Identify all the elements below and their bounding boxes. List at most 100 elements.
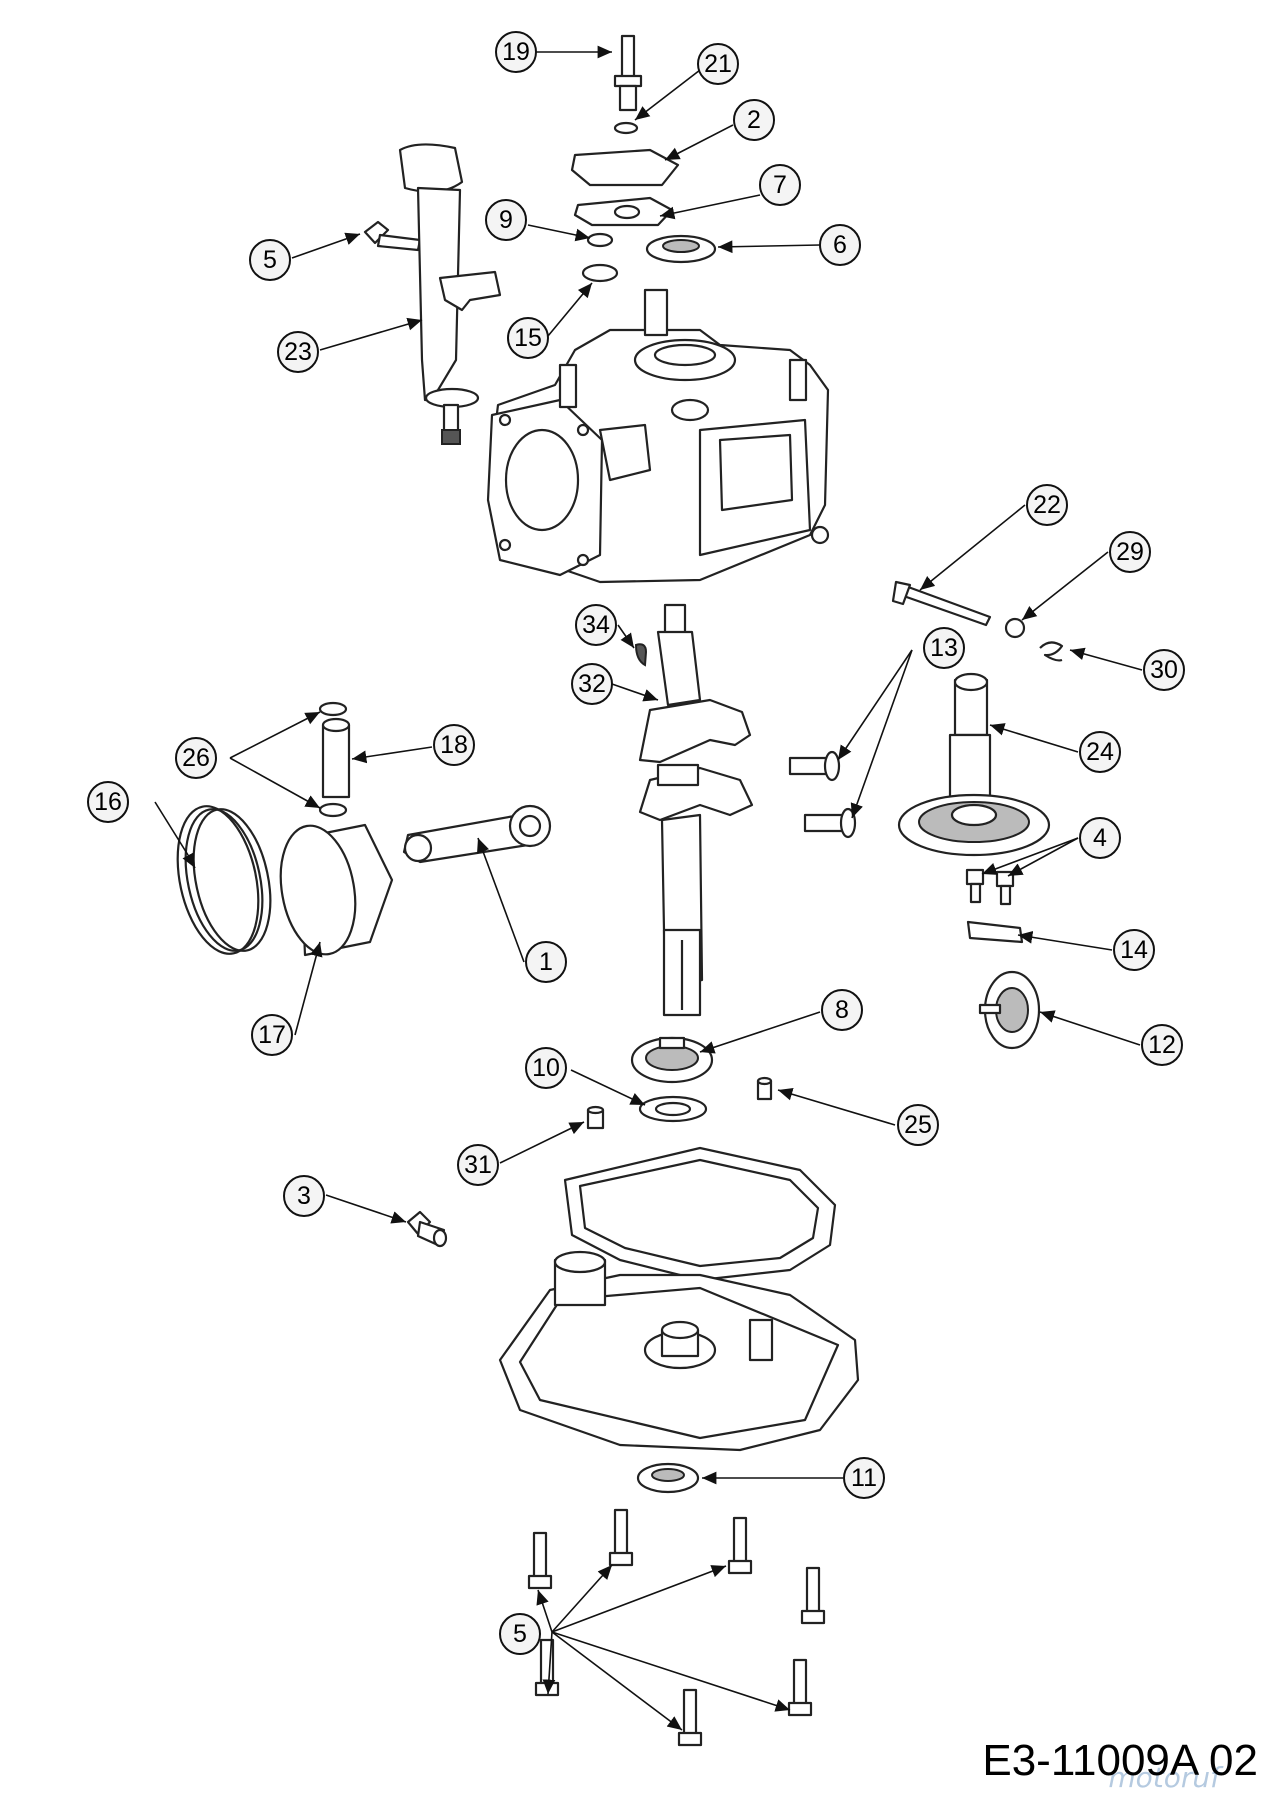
callout-4: 4 — [1079, 817, 1121, 859]
part-plug-15 — [581, 263, 619, 283]
leader-lines — [154, 45, 1143, 1731]
svg-text:24: 24 — [1086, 738, 1114, 766]
part-crankshaft-32 — [638, 603, 754, 1017]
svg-text:5: 5 — [263, 246, 277, 274]
part-crankcase-cover — [498, 1250, 860, 1452]
part-tappet-13b — [803, 807, 857, 839]
svg-text:9: 9 — [499, 206, 513, 234]
part-piston-pin-18 — [321, 717, 351, 799]
callout-8: 8 — [821, 989, 863, 1031]
part-dowel-25 — [756, 1076, 773, 1101]
svg-text:1: 1 — [539, 948, 553, 976]
watermark-logo: motoruf — [1108, 1761, 1220, 1794]
part-bolt-5c — [727, 1516, 753, 1575]
drawing-code: E3-11009A 02 — [982, 1736, 1258, 1785]
callout-32: 32 — [571, 663, 613, 705]
svg-text:14: 14 — [1120, 936, 1148, 964]
part-bolt-5e — [534, 1638, 560, 1697]
callout-15: 15 — [507, 317, 549, 359]
svg-text:15: 15 — [514, 324, 542, 352]
svg-text:18: 18 — [440, 731, 468, 759]
svg-text:13: 13 — [930, 634, 958, 662]
part-oil-seal-6 — [645, 234, 717, 264]
part-rod-22 — [891, 580, 992, 627]
part-piston-rings-16 — [176, 805, 272, 955]
part-drain-plug-3 — [406, 1210, 448, 1248]
part-dowel-31 — [586, 1105, 605, 1130]
callout-5-top: 5 — [249, 239, 291, 281]
callout-14: 14 — [1113, 929, 1155, 971]
part-piston-17 — [279, 823, 394, 957]
callout-25: 25 — [897, 1104, 939, 1146]
svg-text:26: 26 — [182, 744, 210, 772]
callout-9: 9 — [485, 199, 527, 241]
part-plate-14 — [966, 920, 1024, 944]
callout-21: 21 — [697, 43, 739, 85]
callout-10: 10 — [525, 1047, 567, 1089]
part-tappet-13a — [788, 750, 841, 782]
svg-text:12: 12 — [1148, 1031, 1176, 1059]
callout-29: 29 — [1109, 531, 1151, 573]
callout-5-bottom: 5 — [499, 1613, 541, 1655]
svg-text:19: 19 — [502, 38, 530, 66]
callout-16: 16 — [87, 781, 129, 823]
part-pin-9 — [586, 232, 614, 248]
callout-23: 23 — [277, 331, 319, 373]
svg-text:5: 5 — [513, 1620, 527, 1648]
part-oil-seal-11 — [636, 1462, 700, 1494]
svg-text:30: 30 — [1150, 656, 1178, 684]
svg-text:10: 10 — [532, 1054, 560, 1082]
part-bolt-5d — [800, 1566, 826, 1625]
part-governor-12 — [978, 970, 1041, 1050]
svg-text:3: 3 — [297, 1182, 311, 1210]
callout-6: 6 — [819, 224, 861, 266]
callout-19: 19 — [495, 31, 537, 73]
callout-18: 18 — [433, 724, 475, 766]
svg-text:4: 4 — [1093, 824, 1107, 852]
svg-text:23: 23 — [284, 338, 312, 366]
callout-26: 26 — [175, 737, 217, 779]
callout-17: 17 — [251, 1014, 293, 1056]
callout-12: 12 — [1141, 1024, 1183, 1066]
svg-text:2: 2 — [747, 106, 761, 134]
svg-text:22: 22 — [1033, 491, 1061, 519]
callout-34: 34 — [575, 604, 617, 646]
callout-2: 2 — [733, 99, 775, 141]
part-bolt-5b — [527, 1531, 553, 1590]
svg-text:16: 16 — [94, 788, 122, 816]
part-bolt-4a — [965, 868, 985, 904]
svg-text:11: 11 — [851, 1464, 877, 1492]
svg-text:8: 8 — [835, 996, 849, 1024]
callout-31: 31 — [457, 1144, 499, 1186]
callout-7: 7 — [759, 164, 801, 206]
svg-text:32: 32 — [578, 670, 606, 698]
callout-22: 22 — [1026, 484, 1068, 526]
part-bolt-5a — [608, 1508, 634, 1567]
svg-text:31: 31 — [464, 1151, 492, 1179]
callout-24: 24 — [1079, 731, 1121, 773]
svg-text:34: 34 — [582, 611, 610, 639]
part-connecting-rod-1 — [402, 804, 552, 864]
part-camshaft-24 — [897, 672, 1051, 857]
part-engine-block — [486, 288, 830, 584]
part-clip-30 — [1039, 641, 1064, 662]
callout-1: 1 — [525, 941, 567, 983]
part-bolt-5f — [787, 1658, 813, 1717]
callout-3: 3 — [283, 1175, 325, 1217]
part-stud-19 — [613, 34, 643, 112]
svg-text:6: 6 — [833, 231, 847, 259]
part-circlip-26b — [318, 802, 348, 818]
part-circlip-26a — [318, 701, 348, 717]
part-crank-gear-8 — [630, 1036, 714, 1084]
part-base-gasket — [563, 1146, 837, 1282]
svg-text:29: 29 — [1116, 538, 1144, 566]
part-washer-29 — [1004, 617, 1026, 639]
svg-text:17: 17 — [258, 1021, 286, 1049]
part-thrust-washer-10 — [638, 1095, 708, 1123]
part-plate-2 — [570, 148, 680, 187]
part-dipstick-tube-23 — [398, 143, 502, 445]
part-bolt-5-top — [363, 220, 422, 252]
svg-text:21: 21 — [704, 50, 732, 78]
part-bolt-4b — [995, 870, 1015, 906]
